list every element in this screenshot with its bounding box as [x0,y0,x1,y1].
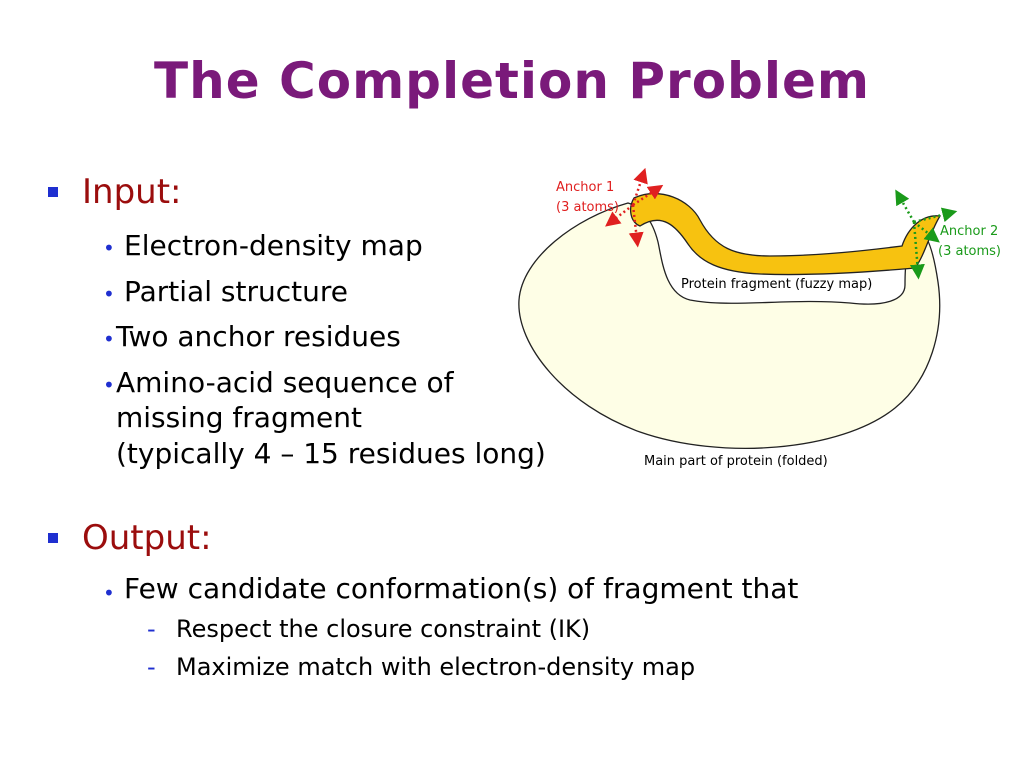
anchor2-label-line2: (3 atoms) [938,244,1001,259]
dash-bullet-icon: - [147,653,156,681]
input-heading: Input: [82,172,182,212]
dash-bullet-icon: - [147,615,156,643]
bullet-dot-icon: • [103,236,115,260]
input-item-density-map: Electron-density map [124,229,423,262]
bullet-square-icon [48,533,58,543]
anchor1-label-line1: Anchor 1 [556,180,614,195]
output-subitem-closure: Respect the closure constraint (IK) [176,615,591,643]
anchor2-arrows [895,189,958,280]
anchor1-arrows [605,167,664,248]
bullet-dot-icon: • [103,581,115,605]
input-item-sequence-line1: Amino-acid sequence of [116,366,454,399]
output-heading: Output: [82,518,212,558]
fragment-label: Protein fragment (fuzzy map) [681,277,872,292]
input-item-sequence-line3: (typically 4 – 15 residues long) [116,437,546,470]
input-item-partial-structure: Partial structure [124,275,348,308]
protein-fragment-shape [629,193,942,276]
bullet-dot-icon: • [103,327,115,351]
input-item-anchor-residues: Two anchor residues [116,320,401,353]
output-item-conformations: Few candidate conformation(s) of fragmen… [124,572,799,605]
slide-title: The Completion Problem [154,52,870,110]
anchor2-label-line1: Anchor 2 [940,224,998,239]
bullet-square-icon [48,187,58,197]
main-protein-label: Main part of protein (folded) [644,454,828,469]
bullet-dot-icon: • [103,373,115,397]
output-subitem-match: Maximize match with electron-density map [176,653,696,681]
protein-main-body [518,202,941,449]
anchor1-label-line2: (3 atoms) [556,200,619,215]
bullet-dot-icon: • [103,282,115,306]
input-item-sequence-line2: missing fragment [116,401,362,434]
